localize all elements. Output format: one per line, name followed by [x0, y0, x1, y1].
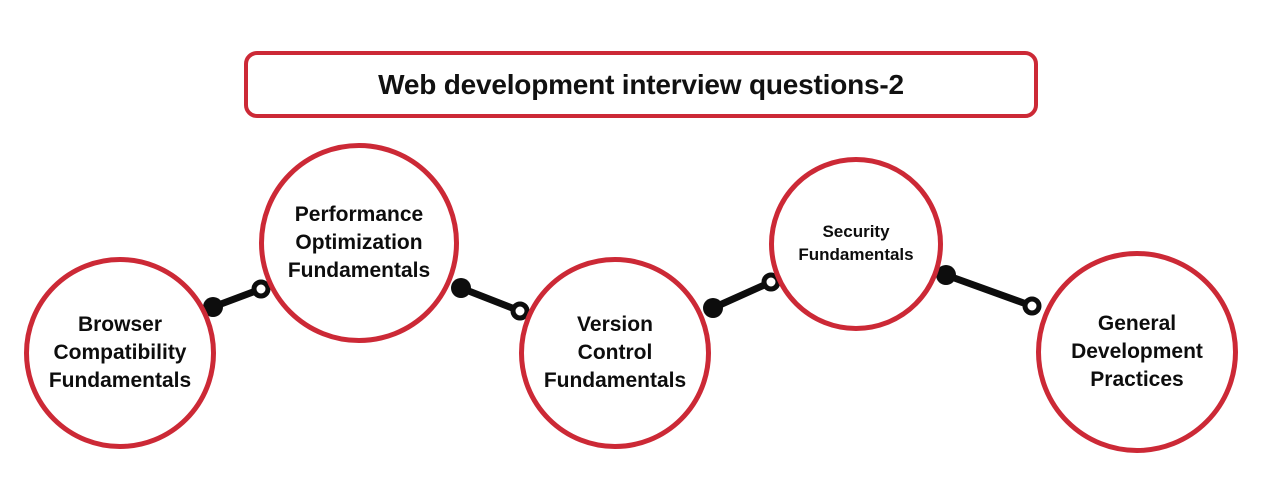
connector-end-ring-icon	[510, 301, 530, 321]
page-title: Web development interview questions-2	[378, 68, 904, 100]
connector-end-ring-icon	[251, 279, 271, 299]
diagram-node-label: General Development Practices	[1071, 312, 1203, 391]
connector-start-dot-icon	[451, 278, 471, 298]
diagram-node-label: Version Control Fundamentals	[543, 313, 687, 392]
diagram-node-1[interactable]: Browser Compatibility Fundamentals	[24, 257, 216, 449]
connector-end-ring-icon	[1022, 296, 1042, 316]
diagram-node-4[interactable]: Security Fundamentals	[769, 157, 943, 331]
connector-4	[936, 265, 1042, 316]
diagram-node-3[interactable]: Version Control Fundamentals	[519, 257, 711, 449]
connector-line	[942, 271, 1036, 310]
diagram-node-2[interactable]: Performance Optimization Fundamentals	[259, 143, 459, 343]
connector-line	[457, 284, 524, 315]
diagram-node-label: Browser Compatibility Fundamentals	[48, 313, 192, 392]
connector-2	[451, 278, 530, 321]
connector-line	[709, 278, 775, 312]
diagram-node-5[interactable]: General Development Practices	[1036, 251, 1238, 453]
connector-1	[203, 279, 271, 317]
connector-line	[209, 285, 265, 311]
title-banner: Web development interview questions-2	[244, 51, 1038, 118]
diagram-node-label: Security Fundamentals	[798, 222, 914, 264]
diagram-node-label: Performance Optimization Fundamentals	[287, 203, 431, 282]
connector-start-dot-icon	[703, 298, 723, 318]
connector-3	[703, 272, 781, 318]
